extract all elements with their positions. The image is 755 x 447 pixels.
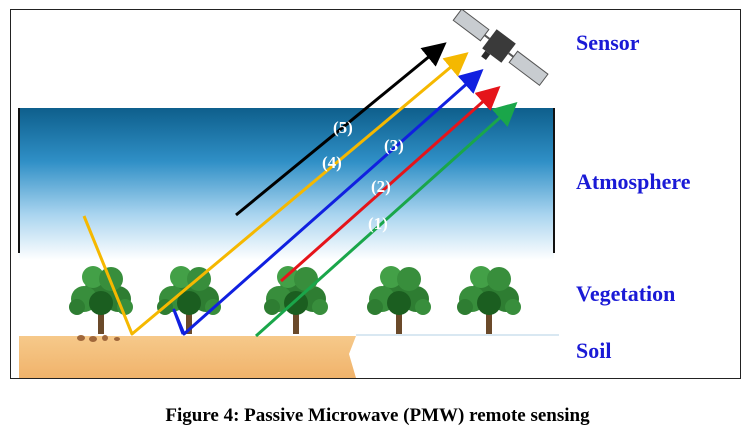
tree-icon [367,266,431,334]
tree-icon [457,266,521,334]
path-2-label: (2) [371,177,391,196]
path-2-line [280,86,501,283]
diagram-frame: (1) (2) (3) (4) (5) Sensor Atmosphere Ve… [10,9,741,379]
path-1-label: (1) [368,214,388,233]
diagram-canvas: (1) (2) (3) (4) (5) [18,10,559,378]
path-3-label: (3) [384,136,404,155]
path-3-line [172,69,484,336]
sensor-label: Sensor [576,30,640,55]
path-4-line [82,52,469,336]
atmosphere-band [19,108,554,260]
path-5-line [235,42,447,217]
path-1-line [254,101,518,338]
tree-icon [157,266,221,334]
path-5-label: (5) [333,118,353,137]
atmosphere-label: Atmosphere [576,169,691,194]
vegetation-label: Vegetation [576,281,676,306]
path-4-label: (4) [322,153,342,172]
soil-layer [19,336,356,378]
figure-caption: Figure 4: Passive Microwave (PMW) remote… [165,405,590,426]
soil-pebbles [77,335,120,342]
soil-label: Soil [576,338,612,363]
tree-icon [69,266,133,334]
satellite-icon [452,10,549,86]
